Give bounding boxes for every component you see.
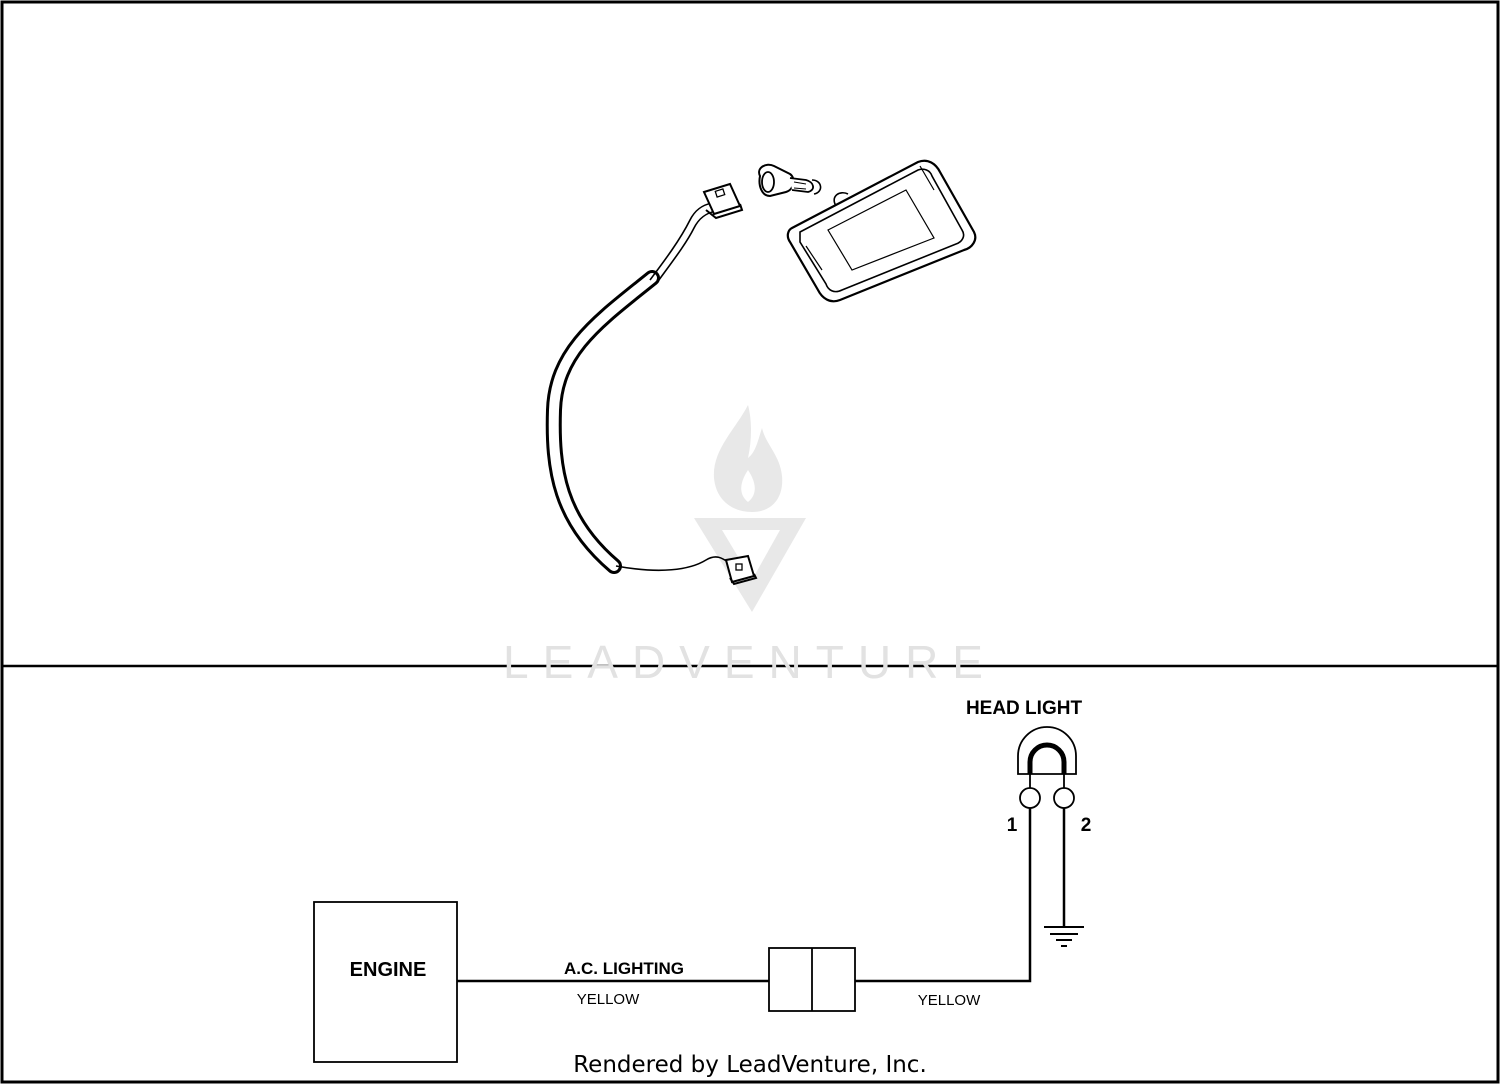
engine-label: ENGINE: [350, 959, 427, 981]
circuit-label: A.C. LIGHTING: [564, 959, 684, 978]
terminal-2-label: 2: [1081, 815, 1092, 836]
wire-harness-illustration: [545, 202, 729, 574]
schematic-section: ENGINE A.C. LIGHTING YELLOW YELLOW HEAD …: [313, 698, 1092, 1063]
harness-connector-top-icon: [702, 182, 744, 220]
head-light-bulb-icon: [1017, 726, 1077, 809]
head-light-label: HEAD LIGHT: [966, 698, 1083, 719]
head-light-lens-icon: [786, 159, 977, 303]
leadventure-flame-logo-icon: [694, 405, 806, 612]
engine-box: [313, 901, 458, 1063]
wire-to-head-light: [855, 808, 1032, 983]
terminal-1-label: 1: [1007, 815, 1018, 836]
ground-symbol-icon: [1044, 926, 1084, 947]
harness-connector-bottom-icon: [724, 554, 758, 586]
watermark-text: LEADVENTURE: [503, 636, 997, 688]
wire-color-left: YELLOW: [577, 991, 640, 1008]
bulb-socket-icon: [758, 163, 822, 198]
wire-color-right: YELLOW: [918, 992, 981, 1009]
footer-credit: Rendered by LeadVenture, Inc.: [573, 1052, 927, 1078]
connector-block-icon: [768, 947, 856, 1012]
